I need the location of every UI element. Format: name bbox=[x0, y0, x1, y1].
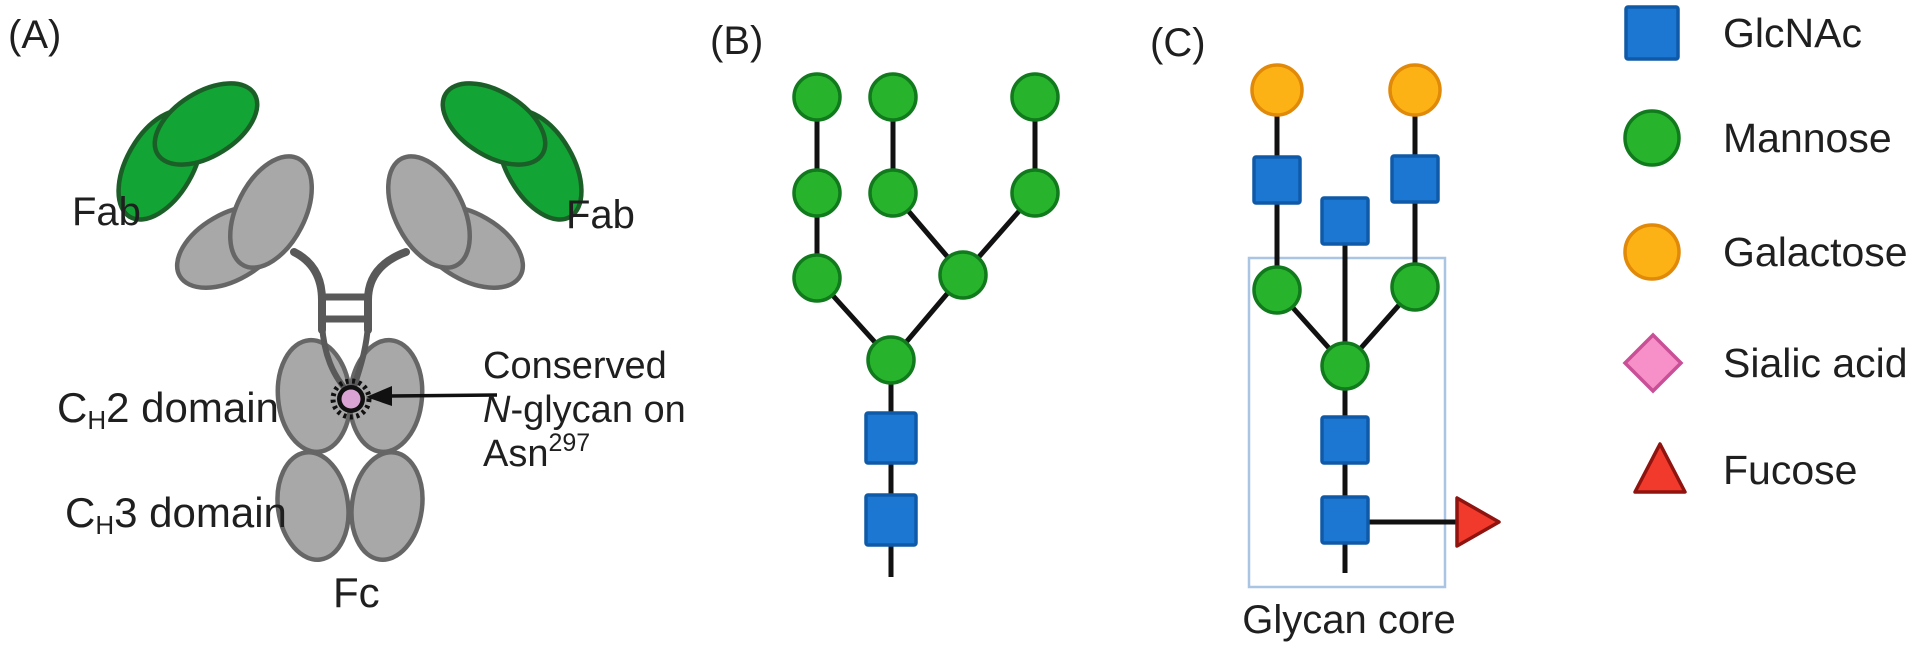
mannose-circle-icon bbox=[1010, 72, 1060, 122]
fucose-triangle-icon bbox=[1455, 496, 1501, 548]
mannose-circle-icon bbox=[792, 72, 842, 122]
fab-right-inner-gray-domain bbox=[386, 154, 472, 270]
galactose-circle-icon bbox=[1250, 63, 1304, 117]
legend-item-galactose: Galactose bbox=[1623, 223, 1908, 281]
panel-b-high-mannose-glycan: (B) bbox=[710, 19, 1060, 577]
legend-label: Galactose bbox=[1723, 229, 1908, 275]
galactose-circle-icon bbox=[1388, 63, 1442, 117]
glcnac-square-icon bbox=[864, 493, 918, 547]
fucose-triangle-icon bbox=[1633, 442, 1687, 494]
glycan-core-label: Glycan core bbox=[1242, 598, 1455, 642]
glcnac-square-icon bbox=[1624, 5, 1680, 61]
mannose-circle-icon bbox=[792, 253, 842, 303]
legend-item-mannose: Mannose bbox=[1623, 109, 1892, 167]
annotation-line2: N-glycan on bbox=[483, 389, 686, 431]
fab-left-inner-green-domain bbox=[152, 81, 260, 167]
ch2-domain-label: CH2 domain bbox=[57, 384, 279, 435]
panel-b-label: (B) bbox=[710, 19, 763, 63]
fab-left-label: Fab bbox=[72, 190, 141, 234]
glcnac-square-icon bbox=[1320, 415, 1370, 465]
fab-left-inner-gray-domain bbox=[228, 154, 314, 270]
hinge-rail-right bbox=[364, 248, 410, 334]
fab-right-label: Fab bbox=[566, 193, 635, 237]
glcnac-square-icon bbox=[1320, 495, 1370, 545]
ch3-left-oval bbox=[275, 450, 351, 562]
fc-label: Fc bbox=[333, 569, 380, 616]
legend-item-glcnac: GlcNAc bbox=[1624, 5, 1862, 61]
annotation-line1: Conserved bbox=[483, 345, 667, 387]
glycan-site-pink-dot bbox=[341, 389, 361, 409]
sialic-acid-diamond-icon bbox=[1622, 332, 1684, 394]
mannose-circle-icon bbox=[1010, 168, 1060, 218]
legend: GlcNAc Mannose Galactose Sialic acid Fuc… bbox=[1622, 5, 1908, 494]
heavy-chain-strand-left bbox=[319, 324, 350, 393]
panel-b-linkages bbox=[814, 97, 1038, 577]
glcnac-square-icon bbox=[864, 411, 918, 465]
mannose-circle-icon bbox=[792, 168, 842, 218]
legend-label: GlcNAc bbox=[1723, 10, 1862, 56]
mannose-circle-icon bbox=[1623, 109, 1681, 167]
mannose-circle-icon bbox=[1390, 262, 1440, 312]
panel-a-label: (A) bbox=[8, 13, 61, 57]
n-glycan-site bbox=[330, 378, 372, 420]
legend-label: Sialic acid bbox=[1723, 340, 1908, 386]
galactose-circle-icon bbox=[1623, 223, 1681, 281]
mannose-core-circle-icon bbox=[1320, 341, 1370, 391]
annotation-line3: Asn297 bbox=[483, 429, 590, 475]
hinge-rail-left bbox=[290, 248, 326, 334]
mannose-circle-icon bbox=[938, 250, 988, 300]
mannose-circle-icon bbox=[868, 168, 918, 218]
fab-right-inner-green-domain bbox=[440, 81, 548, 167]
glcnac-square-icon bbox=[1390, 154, 1440, 204]
panel-c-label: (C) bbox=[1150, 21, 1206, 65]
mannose-circle-icon bbox=[868, 72, 918, 122]
annotation-arrow-line bbox=[389, 393, 498, 398]
ch3-right-oval bbox=[349, 450, 425, 562]
legend-label: Mannose bbox=[1723, 115, 1892, 161]
glcnac-square-icon bbox=[1252, 155, 1302, 205]
mannose-circle-icon bbox=[1252, 265, 1302, 315]
bisecting-glcnac-square-icon bbox=[1320, 196, 1370, 246]
ch3-domain-label: CH3 domain bbox=[65, 489, 287, 540]
glycan-site-starburst-icon bbox=[330, 378, 372, 420]
legend-item-fucose: Fucose bbox=[1633, 442, 1857, 494]
mannose-core-circle-icon bbox=[866, 335, 916, 385]
legend-label: Fucose bbox=[1723, 447, 1857, 493]
panel-a-antibody: (A) Fab Fab CH2 domain CH3 domain Fc Con… bbox=[8, 13, 686, 616]
panel-c-complex-glycan: (C) Glycan core bbox=[1150, 21, 1501, 642]
legend-item-sialic-acid: Sialic acid bbox=[1622, 332, 1908, 394]
annotation-arrowhead-icon bbox=[366, 386, 392, 406]
